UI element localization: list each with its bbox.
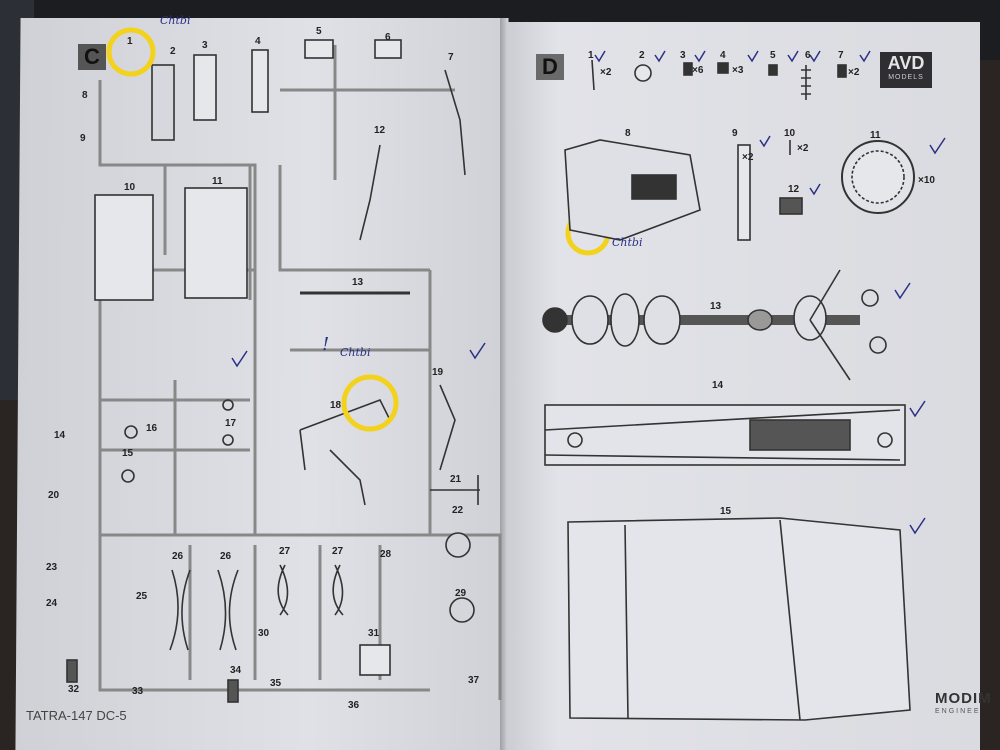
part-label-21: 21	[450, 474, 462, 485]
part-label-5: 5	[316, 26, 322, 37]
part-label-35: 35	[270, 678, 282, 689]
d-qty-4: ×3	[732, 65, 744, 76]
part-label-25: 25	[136, 591, 148, 602]
part-label-3: 3	[202, 40, 208, 51]
part-label-29: 29	[455, 588, 467, 599]
d-qty-3: ×6	[692, 65, 704, 76]
part-label-26a: 26	[172, 551, 184, 562]
part-label-15: 15	[122, 448, 134, 459]
avd-logo: AVD MODELS	[880, 52, 932, 88]
part-label-8: 8	[82, 90, 88, 101]
d-part-9: 9	[732, 128, 738, 139]
part-label-20: 20	[48, 490, 60, 501]
part-label-7: 7	[448, 52, 454, 63]
d-part-10: 10	[784, 128, 796, 139]
part-label-14: 14	[54, 430, 66, 441]
part-label-32: 32	[68, 684, 80, 695]
d-part-2: 2	[639, 50, 645, 61]
part-label-18: 18	[330, 400, 342, 411]
page-fold	[500, 18, 506, 750]
d-part-14: 14	[712, 380, 724, 391]
part-label-10: 10	[124, 182, 136, 193]
part-label-22: 22	[452, 505, 464, 516]
d-part-12: 12	[788, 184, 800, 195]
part-label-27b: 27	[332, 546, 344, 557]
part-label-33: 33	[132, 686, 144, 697]
part-label-4: 4	[255, 36, 261, 47]
handwritten-note-2: Chtbi	[340, 346, 371, 359]
part-label-16: 16	[146, 423, 158, 434]
d-qty-10: ×2	[797, 143, 809, 154]
part-label-37: 37	[468, 675, 480, 686]
avd-logo-subtext: MODELS	[888, 74, 924, 81]
part-label-28: 28	[380, 549, 392, 560]
d-part-7: 7	[838, 50, 844, 61]
part-label-34: 34	[230, 665, 242, 676]
part-label-24: 24	[46, 598, 58, 609]
handwritten-note-3: Chtbi	[612, 236, 643, 249]
part-label-27a: 27	[279, 546, 291, 557]
d-part-5: 5	[770, 50, 776, 61]
part-label-13: 13	[352, 277, 364, 288]
d-part-15: 15	[720, 506, 732, 517]
d-part-4: 4	[720, 50, 726, 61]
sprue-letter-d: D	[536, 54, 564, 80]
handwritten-note-1: Chtbi	[160, 14, 191, 27]
part-label-30: 30	[258, 628, 270, 639]
d-qty-7: ×2	[848, 67, 860, 78]
part-label-2: 2	[170, 46, 176, 57]
modim-subtext: ENGINEE	[935, 708, 981, 715]
part-label-17: 17	[225, 418, 237, 429]
part-label-6: 6	[385, 32, 391, 43]
part-label-36: 36	[348, 700, 360, 711]
d-part-11: 11	[870, 130, 881, 141]
sprue-letter-c: C	[78, 44, 106, 70]
avd-logo-text: AVD	[887, 53, 925, 73]
part-label-31: 31	[368, 628, 380, 639]
d-part-8: 8	[625, 128, 631, 139]
d-part-1: 1	[588, 50, 594, 61]
part-label-9: 9	[80, 133, 86, 144]
part-label-12: 12	[374, 125, 386, 136]
part-label-19: 19	[432, 367, 444, 378]
d-qty-11: ×10	[918, 175, 935, 186]
modim-brand: MODIM	[935, 690, 992, 707]
d-part-3: 3	[680, 50, 686, 61]
part-label-1: 1	[127, 36, 133, 47]
handwritten-exclamation: !	[322, 334, 330, 355]
part-label-26b: 26	[220, 551, 232, 562]
part-label-23: 23	[46, 562, 58, 573]
d-part-6: 6	[805, 50, 811, 61]
part-label-11: 11	[212, 176, 223, 187]
d-qty-9: ×2	[742, 152, 754, 163]
d-qty-1: ×2	[600, 67, 612, 78]
d-part-13: 13	[710, 301, 722, 312]
kit-title: TATRA-147 DC-5	[26, 708, 127, 723]
